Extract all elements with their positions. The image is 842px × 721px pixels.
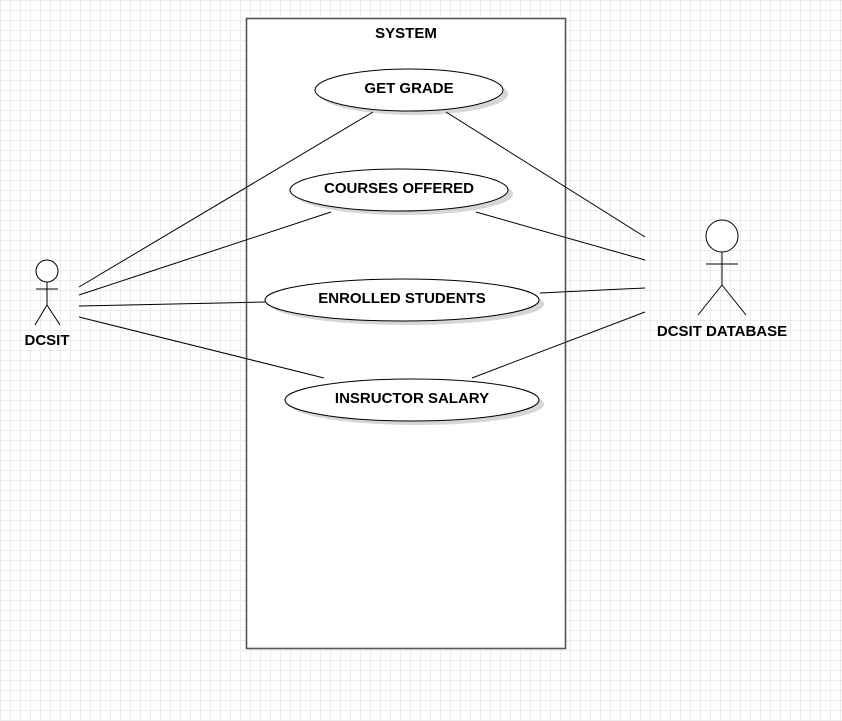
left-associations (78, 111, 374, 379)
assoc-db-courses-offered (475, 211, 646, 261)
use-case-label-instructor-salary: INSRUCTOR SALARY (334, 390, 490, 407)
use-case-courses-offered[interactable] (289, 168, 509, 212)
use-case-get-grade[interactable] (314, 68, 504, 112)
system-title: SYSTEM (375, 25, 437, 42)
right-associations (445, 111, 646, 379)
assoc-dcsit-enrolled-students (78, 301, 266, 307)
assoc-dcsit-get-grade (78, 111, 374, 288)
assoc-db-instructor-salary (471, 311, 646, 379)
use-case-label-get-grade: GET GRADE (364, 80, 454, 97)
system-boundary[interactable] (245, 17, 567, 650)
use-case-instructor-salary[interactable] (284, 378, 540, 422)
assoc-dcsit-instructor-salary (78, 316, 325, 379)
use-case-label-enrolled-students: ENROLLED STUDENTS (318, 290, 486, 307)
assoc-db-get-grade (445, 111, 646, 238)
assoc-dcsit-courses-offered (78, 211, 332, 296)
actor-database-figure[interactable] (697, 219, 747, 316)
assoc-db-enrolled-students (539, 287, 646, 294)
use-case-label-courses-offered: COURSES OFFERED (323, 180, 474, 197)
actor-database-head (705, 219, 739, 253)
actor-dcsit-head (35, 259, 59, 283)
actor-dcsit-figure[interactable] (34, 259, 61, 326)
actor-dcsit-label: DCSIT (24, 332, 70, 349)
actor-database-label: DCSIT DATABASE (656, 323, 788, 340)
use-case-enrolled-students[interactable] (264, 278, 540, 322)
